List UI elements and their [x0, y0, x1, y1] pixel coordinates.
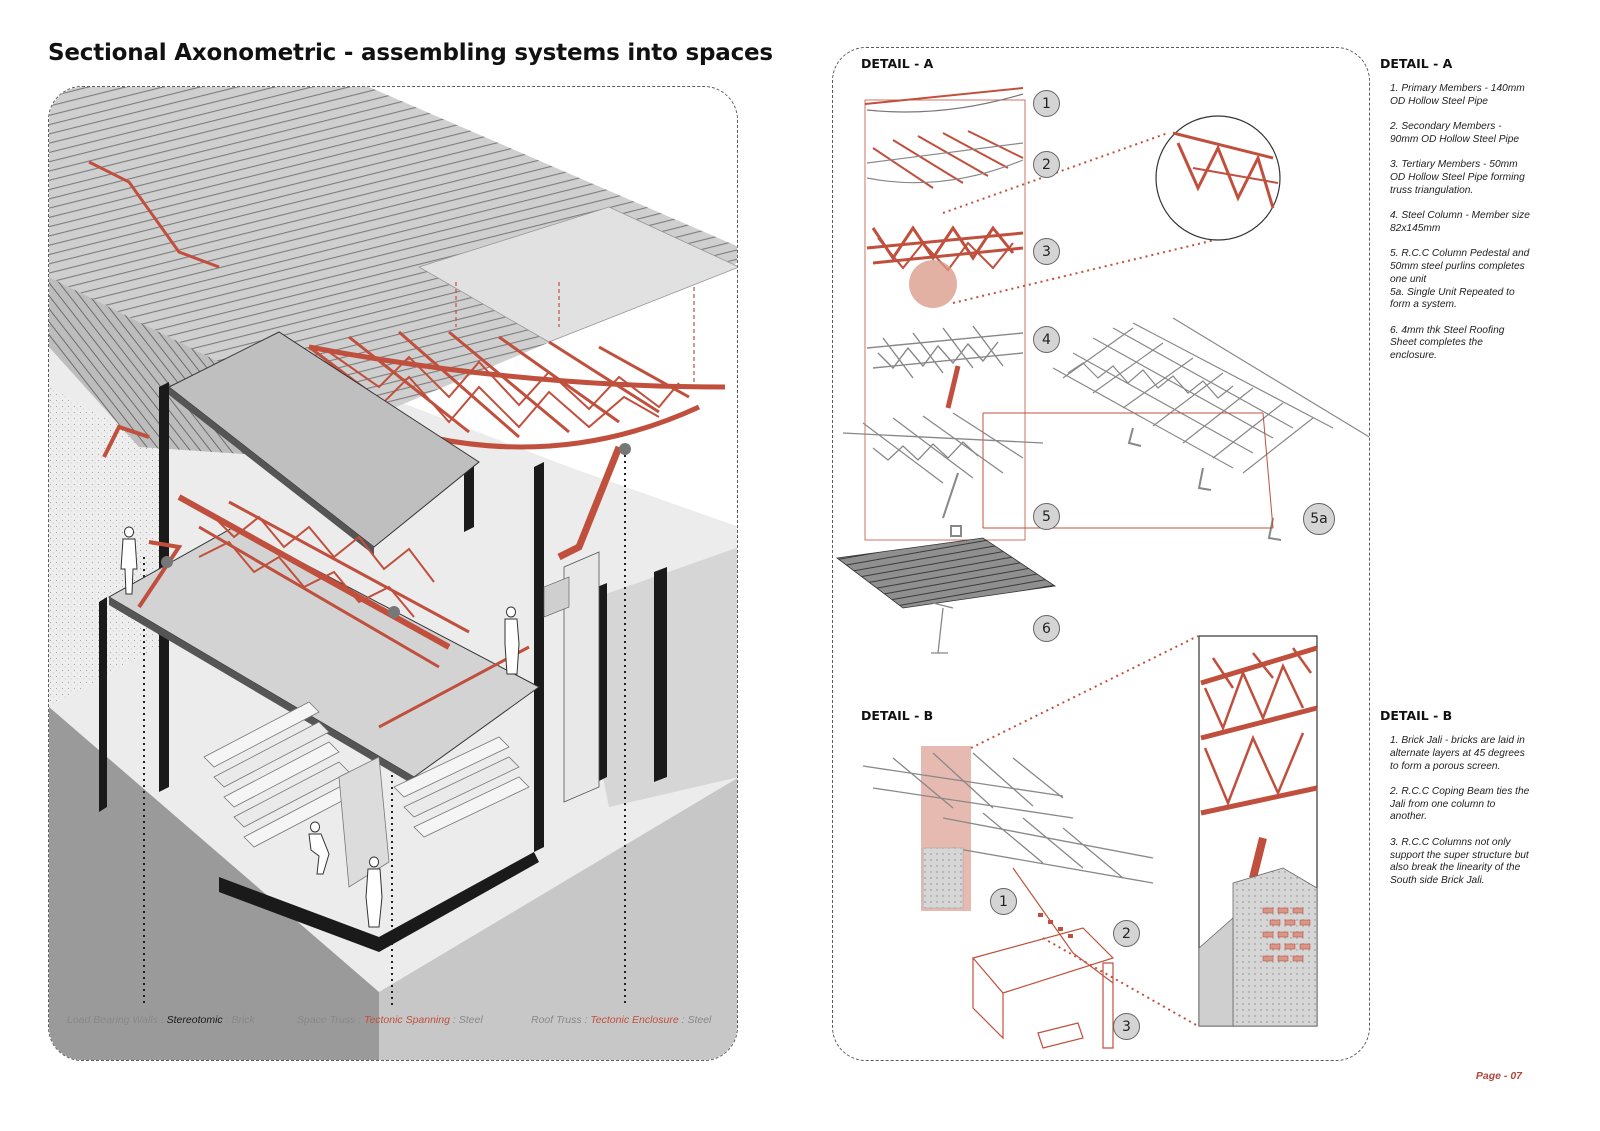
legend-space-truss: Space Truss : Tectonic Spanning : Steel — [297, 1014, 483, 1026]
ground-platform-right — [569, 547, 737, 807]
notes-detail-b: DETAIL - B 1. Brick Jali - bricks are la… — [1380, 708, 1530, 900]
page-number: Page - 07 — [1475, 1070, 1522, 1082]
zoom-circle — [1155, 115, 1281, 241]
note-b-2: 2. R.C.C Coping Beam ties the Jali from … — [1390, 785, 1530, 823]
detail-b-badge-3: 3 — [1113, 1013, 1140, 1040]
detail-a-badge-4: 4 — [1033, 326, 1060, 353]
stepped-seating — [203, 701, 530, 888]
brick-wall-left — [49, 387, 159, 707]
layer-roofing-sheet — [835, 537, 1057, 609]
roof-sheet-light — [418, 206, 737, 343]
detail-panel: DETAIL - A DETAIL - B 1 2 3 4 5 5a 6 1 2… — [832, 47, 1370, 1061]
detail-drawings — [835, 87, 1369, 1049]
note-b-1: 1. Brick Jali - bricks are laid in alter… — [1390, 735, 1525, 772]
notes-detail-a-list: 1. Primary Members - 140mm OD Hollow Ste… — [1380, 83, 1530, 363]
detail-a-heading: DETAIL - A — [861, 56, 934, 71]
notes-detail-a: DETAIL - A 1. Primary Members - 140mm OD… — [1380, 56, 1530, 376]
highlight-circle — [909, 260, 957, 308]
notes-detail-a-heading: DETAIL - A — [1380, 56, 1453, 71]
human-figures — [120, 526, 520, 928]
note-a-1: 1. Primary Members - 140mm OD Hollow Ste… — [1390, 83, 1525, 107]
note-a-2: 2. Secondary Members - 90mm OD Hollow St… — [1390, 121, 1520, 145]
note-a-6: 6. 4mm thk Steel Roofing Sheet completes… — [1390, 324, 1505, 362]
roof-truss — [88, 160, 726, 561]
exploded-guide-frame — [864, 99, 1026, 541]
zoom-truss — [1172, 131, 1279, 209]
legend-roof-truss: Roof Truss : Tectonic Enclosure : Steel — [531, 1014, 712, 1026]
layer-grey-truss-column — [866, 325, 1024, 379]
axonometric-panel: Load Bearing Walls : Stereotomic : Brick… — [48, 86, 738, 1061]
layer-5-unit — [842, 412, 1044, 537]
ground-right-face — [379, 778, 737, 1060]
detail-a-badge-5a: 5a — [1303, 503, 1335, 535]
notes-detail-b-heading: DETAIL - B — [1380, 708, 1453, 723]
layer-primary-members — [864, 87, 1024, 113]
note-a-5a: 5a. Single Unit Repeated to form a syste… — [1390, 286, 1515, 311]
detail-a-badge-5: 5 — [1033, 503, 1060, 530]
roof-sheet-main — [49, 87, 737, 427]
ground-left-face — [49, 707, 379, 1060]
note-b-3: 3. R.C.C Columns not only support the su… — [1390, 836, 1529, 887]
rcc-column — [563, 551, 600, 803]
detail-a-badge-1: 1 — [1033, 90, 1060, 117]
detail-a-badge-6: 6 — [1033, 615, 1060, 642]
layer-5a-assembly — [1052, 317, 1369, 541]
detail-a-badge-3: 3 — [1033, 238, 1060, 265]
detail-b-badge-2: 2 — [1113, 920, 1140, 947]
space-truss — [137, 494, 530, 729]
axonometric-drawing — [49, 87, 737, 1060]
layer-secondary-members — [866, 130, 1024, 189]
notes-detail-b-list: 1. Brick Jali - bricks are laid in alter… — [1380, 735, 1530, 888]
system-legend: Load Bearing Walls : Stereotomic : Brick… — [49, 1014, 737, 1030]
detail-b-heading: DETAIL - B — [861, 708, 934, 723]
note-a-5: 5. R.C.C Column Pedestal and 50mm steel … — [1390, 248, 1530, 285]
page-title: Sectional Axonometric - assembling syste… — [48, 40, 773, 66]
note-a-3: 3. Tertiary Members - 50mm OD Hollow Ste… — [1390, 159, 1525, 196]
legend-load-bearing: Load Bearing Walls : Stereotomic : Brick — [67, 1014, 255, 1026]
detail-b-badge-1: 1 — [990, 888, 1017, 915]
detail-a-badge-2: 2 — [1033, 151, 1060, 178]
note-a-4: 4. Steel Column - Member size 82x145mm — [1390, 210, 1530, 234]
detail-b-drawing — [862, 746, 1154, 1049]
